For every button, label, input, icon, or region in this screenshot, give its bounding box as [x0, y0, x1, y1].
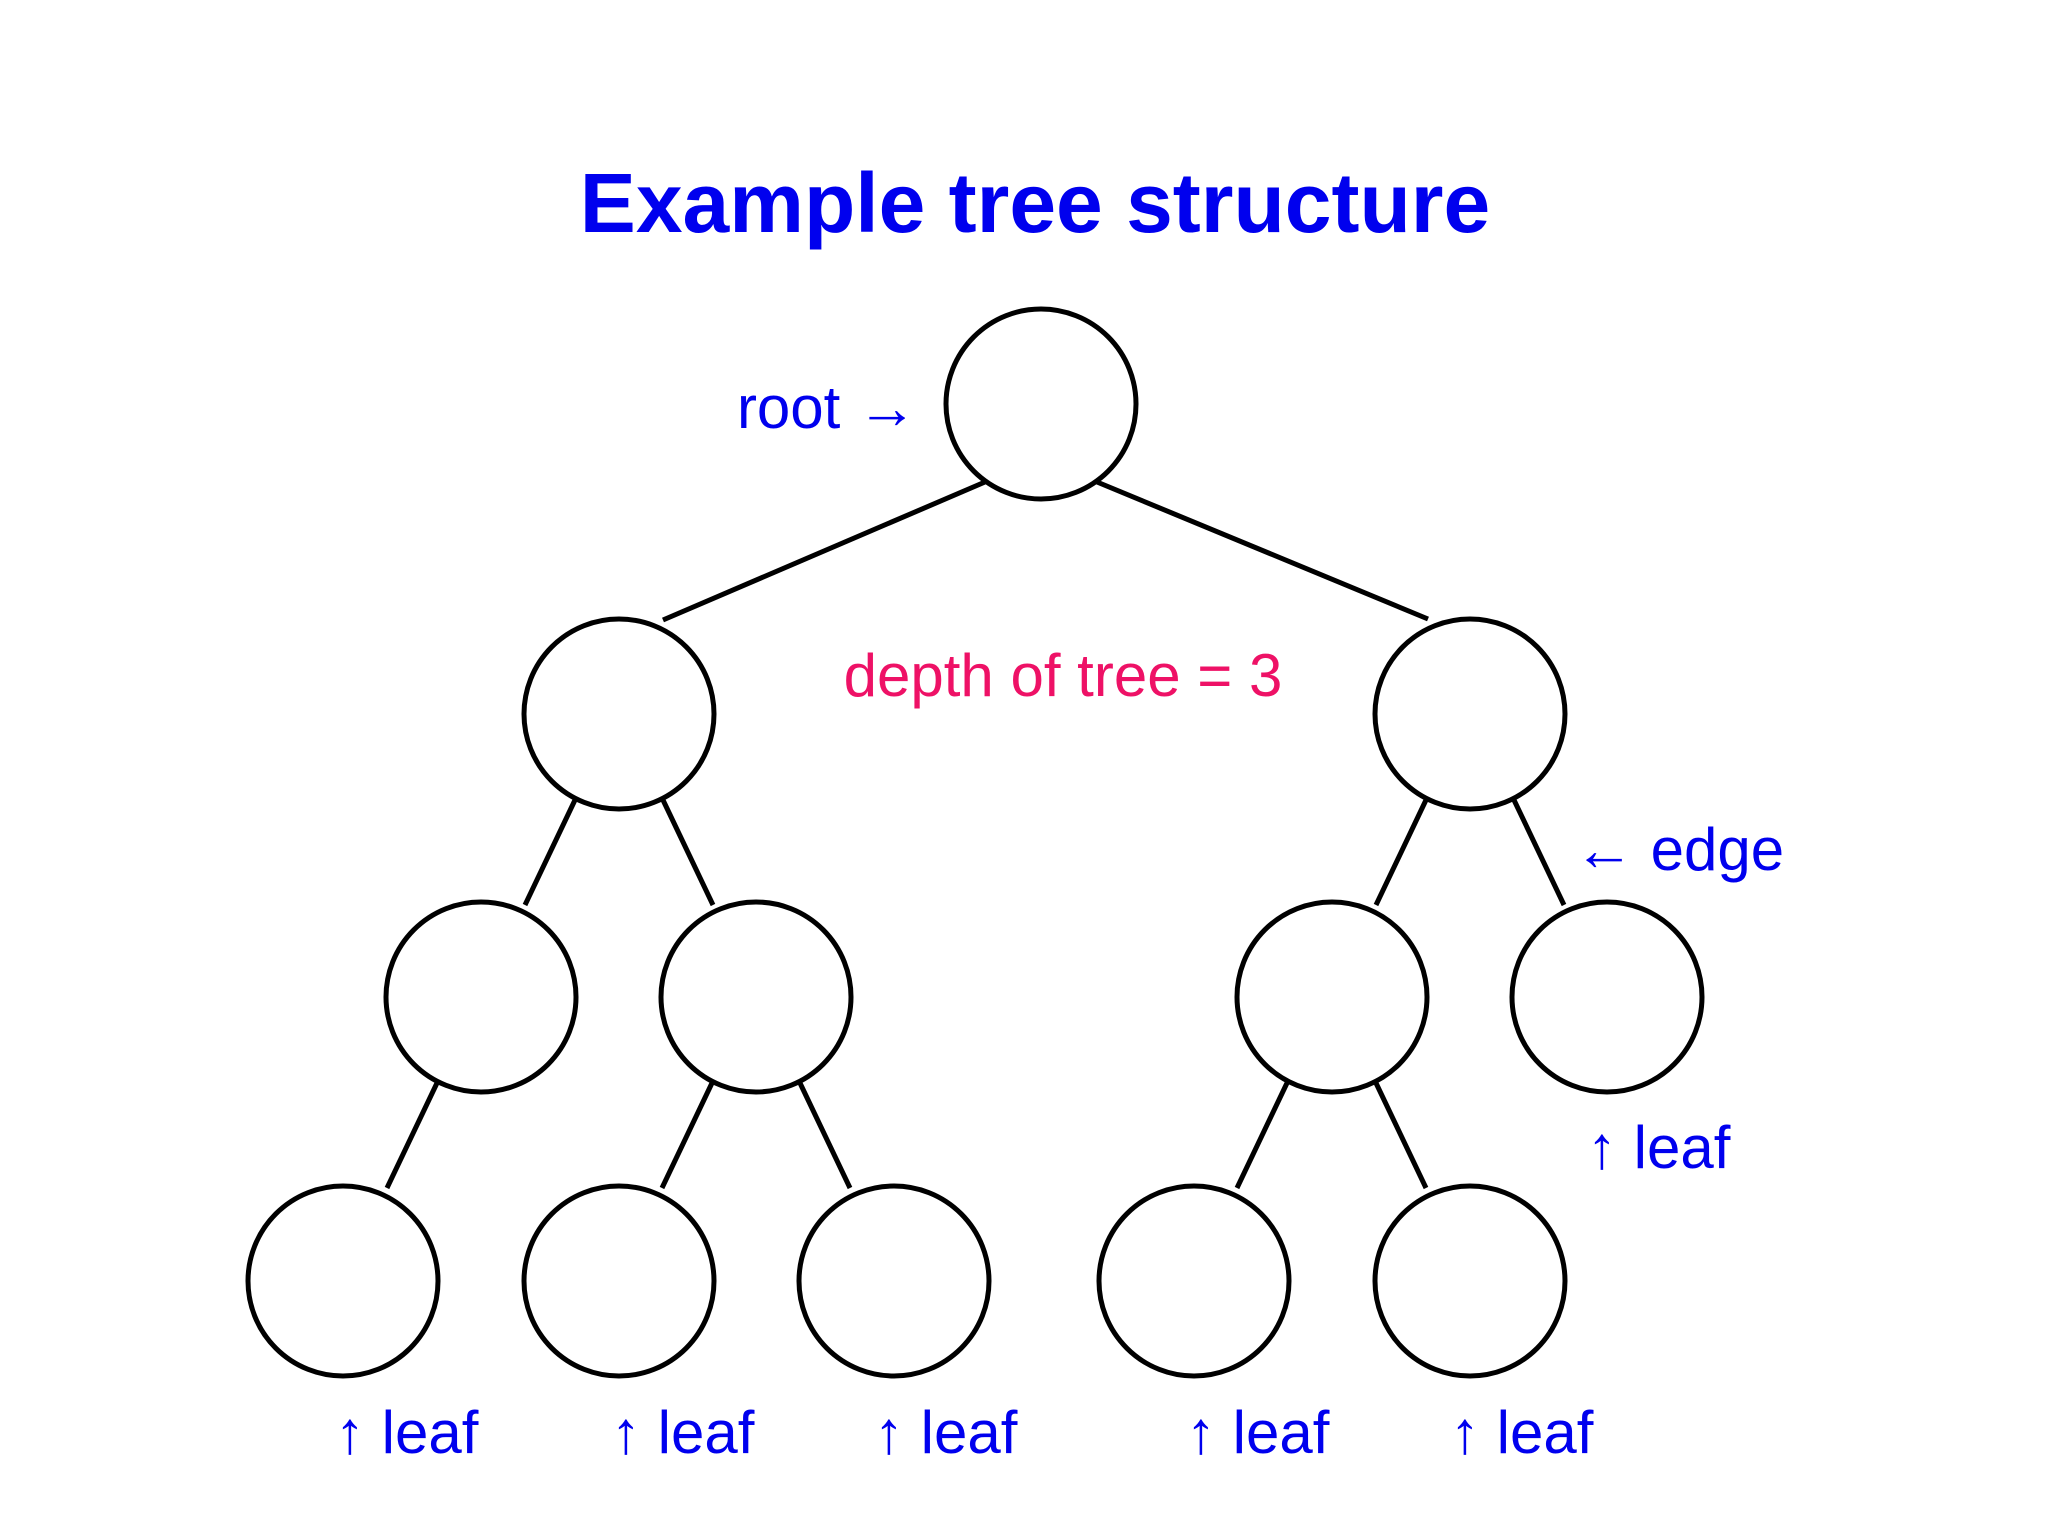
tree-node-leaf — [245, 1183, 441, 1379]
tree-node-leaf — [521, 1183, 717, 1379]
edge-n4-n8 — [659, 1081, 715, 1190]
tree-node-leaf — [1509, 899, 1705, 1095]
depth-label: depth of tree = 3 — [844, 642, 1283, 709]
tree-node — [383, 899, 579, 1095]
leaf-label: ↑ leaf — [1450, 1399, 1594, 1466]
edge-group — [384, 479, 1567, 1190]
leaf-label: ↑ leaf — [611, 1399, 755, 1466]
edge-n4-n9 — [797, 1081, 853, 1190]
edge-root-left — [662, 479, 986, 623]
edge-n5-n10 — [1234, 1081, 1290, 1190]
edge-n2-n5 — [1373, 798, 1429, 907]
tree-node — [521, 616, 717, 812]
tree-node-leaf — [1096, 1183, 1292, 1379]
leaf-label: ↑ leaf — [874, 1399, 1018, 1466]
node-group — [245, 306, 1705, 1379]
tree-node — [1372, 616, 1568, 812]
edge-label: ← edge — [1574, 816, 1784, 883]
diagram-title: Example tree structure — [580, 156, 1490, 250]
tree-node-leaf — [796, 1183, 992, 1379]
edge-n3-n7 — [384, 1081, 440, 1190]
edge-root-right — [1096, 479, 1429, 622]
tree-node-root — [943, 306, 1139, 502]
tree-node — [1234, 899, 1430, 1095]
tree-node-leaf — [1372, 1183, 1568, 1379]
leaf-label: ↑ leaf — [335, 1399, 479, 1466]
edge-n1-n4 — [660, 798, 716, 907]
edge-n2-n6 — [1511, 798, 1567, 907]
tree-node — [658, 899, 854, 1095]
leaf-label: ↑ leaf — [1587, 1114, 1731, 1181]
edge-n1-n3 — [522, 798, 578, 907]
leaf-label: ↑ leaf — [1186, 1399, 1330, 1466]
edge-n5-n11 — [1373, 1081, 1429, 1190]
root-label: root → — [737, 374, 917, 441]
